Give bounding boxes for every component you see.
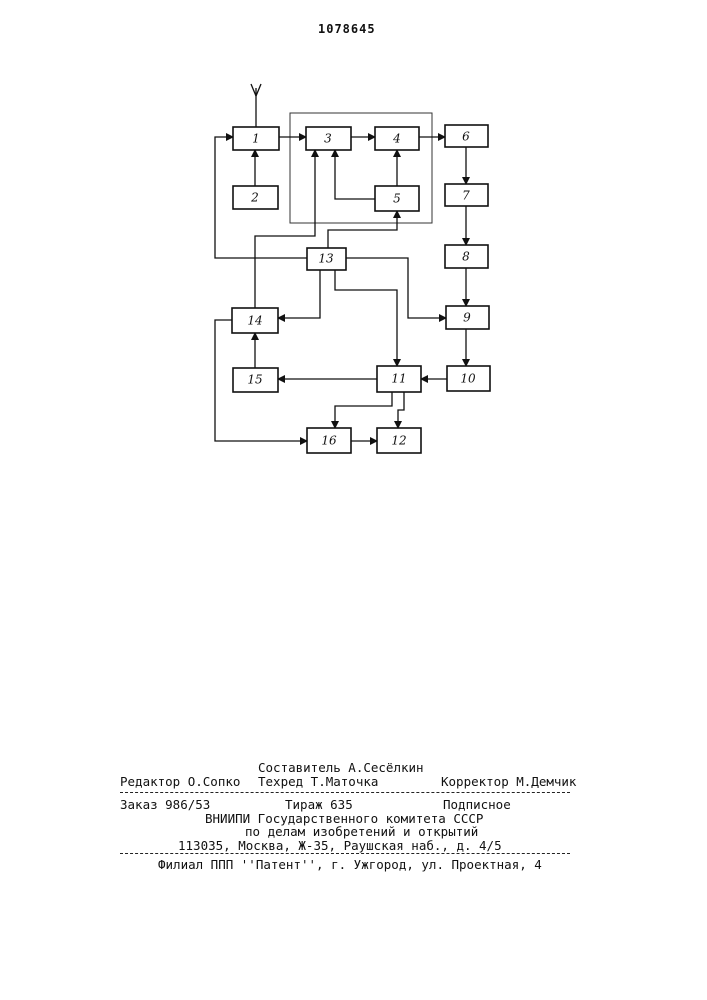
block-3: 3 — [306, 127, 351, 150]
block-4: 4 — [375, 127, 419, 150]
subscription-line: Подписное — [443, 797, 511, 812]
block-16: 16 — [307, 428, 351, 453]
techred-line: Техред Т.Маточка — [258, 774, 378, 789]
block-7: 7 — [445, 184, 488, 206]
divider — [120, 792, 570, 793]
connections — [215, 137, 466, 441]
corrector-line: Корректор М.Демчик — [441, 774, 576, 789]
block-14: 14 — [232, 308, 278, 333]
block-10: 10 — [447, 366, 490, 391]
block-label: 16 — [321, 434, 337, 448]
block-label: 1 — [252, 132, 260, 146]
branch-line: Филиал ППП ''Патент'', г. Ужгород, ул. П… — [158, 857, 542, 872]
block-label: 15 — [247, 373, 262, 387]
block-label: 4 — [392, 132, 401, 146]
composer-line: Составитель А.Сесёлкин — [258, 760, 424, 775]
address-line: 113035, Москва, Ж-35, Раушская наб., д. … — [178, 838, 502, 853]
circulation-line: Тираж 635 — [285, 797, 353, 812]
block-9: 9 — [446, 306, 489, 329]
block-label: 13 — [318, 252, 334, 266]
block-label: 12 — [391, 434, 406, 448]
order-line: Заказ 986/53 — [120, 797, 210, 812]
block-label: 2 — [250, 191, 259, 205]
block-11: 11 — [377, 366, 421, 392]
divider — [120, 853, 570, 854]
block-label: 11 — [391, 372, 406, 386]
block-12: 12 — [377, 428, 421, 453]
block-label: 6 — [462, 130, 470, 144]
block-label: 10 — [460, 372, 476, 386]
block-label: 8 — [462, 250, 470, 264]
block-5: 5 — [375, 186, 419, 211]
antenna-icon — [251, 84, 261, 127]
block-label: 14 — [247, 314, 262, 328]
block-6: 6 — [445, 125, 488, 147]
editor-line: Редактор О.Сопко — [120, 774, 240, 789]
block-label: 9 — [463, 311, 471, 325]
block-label: 5 — [393, 192, 401, 206]
block-2: 2 — [233, 186, 278, 209]
org-line-2: по делам изобретений и открытий — [245, 824, 478, 839]
block-label: 7 — [462, 189, 470, 203]
block-15: 15 — [233, 368, 278, 392]
block-label: 3 — [324, 132, 332, 146]
block-1: 1 — [233, 127, 279, 150]
block-8: 8 — [445, 245, 488, 268]
block-13: 13 — [307, 248, 346, 270]
